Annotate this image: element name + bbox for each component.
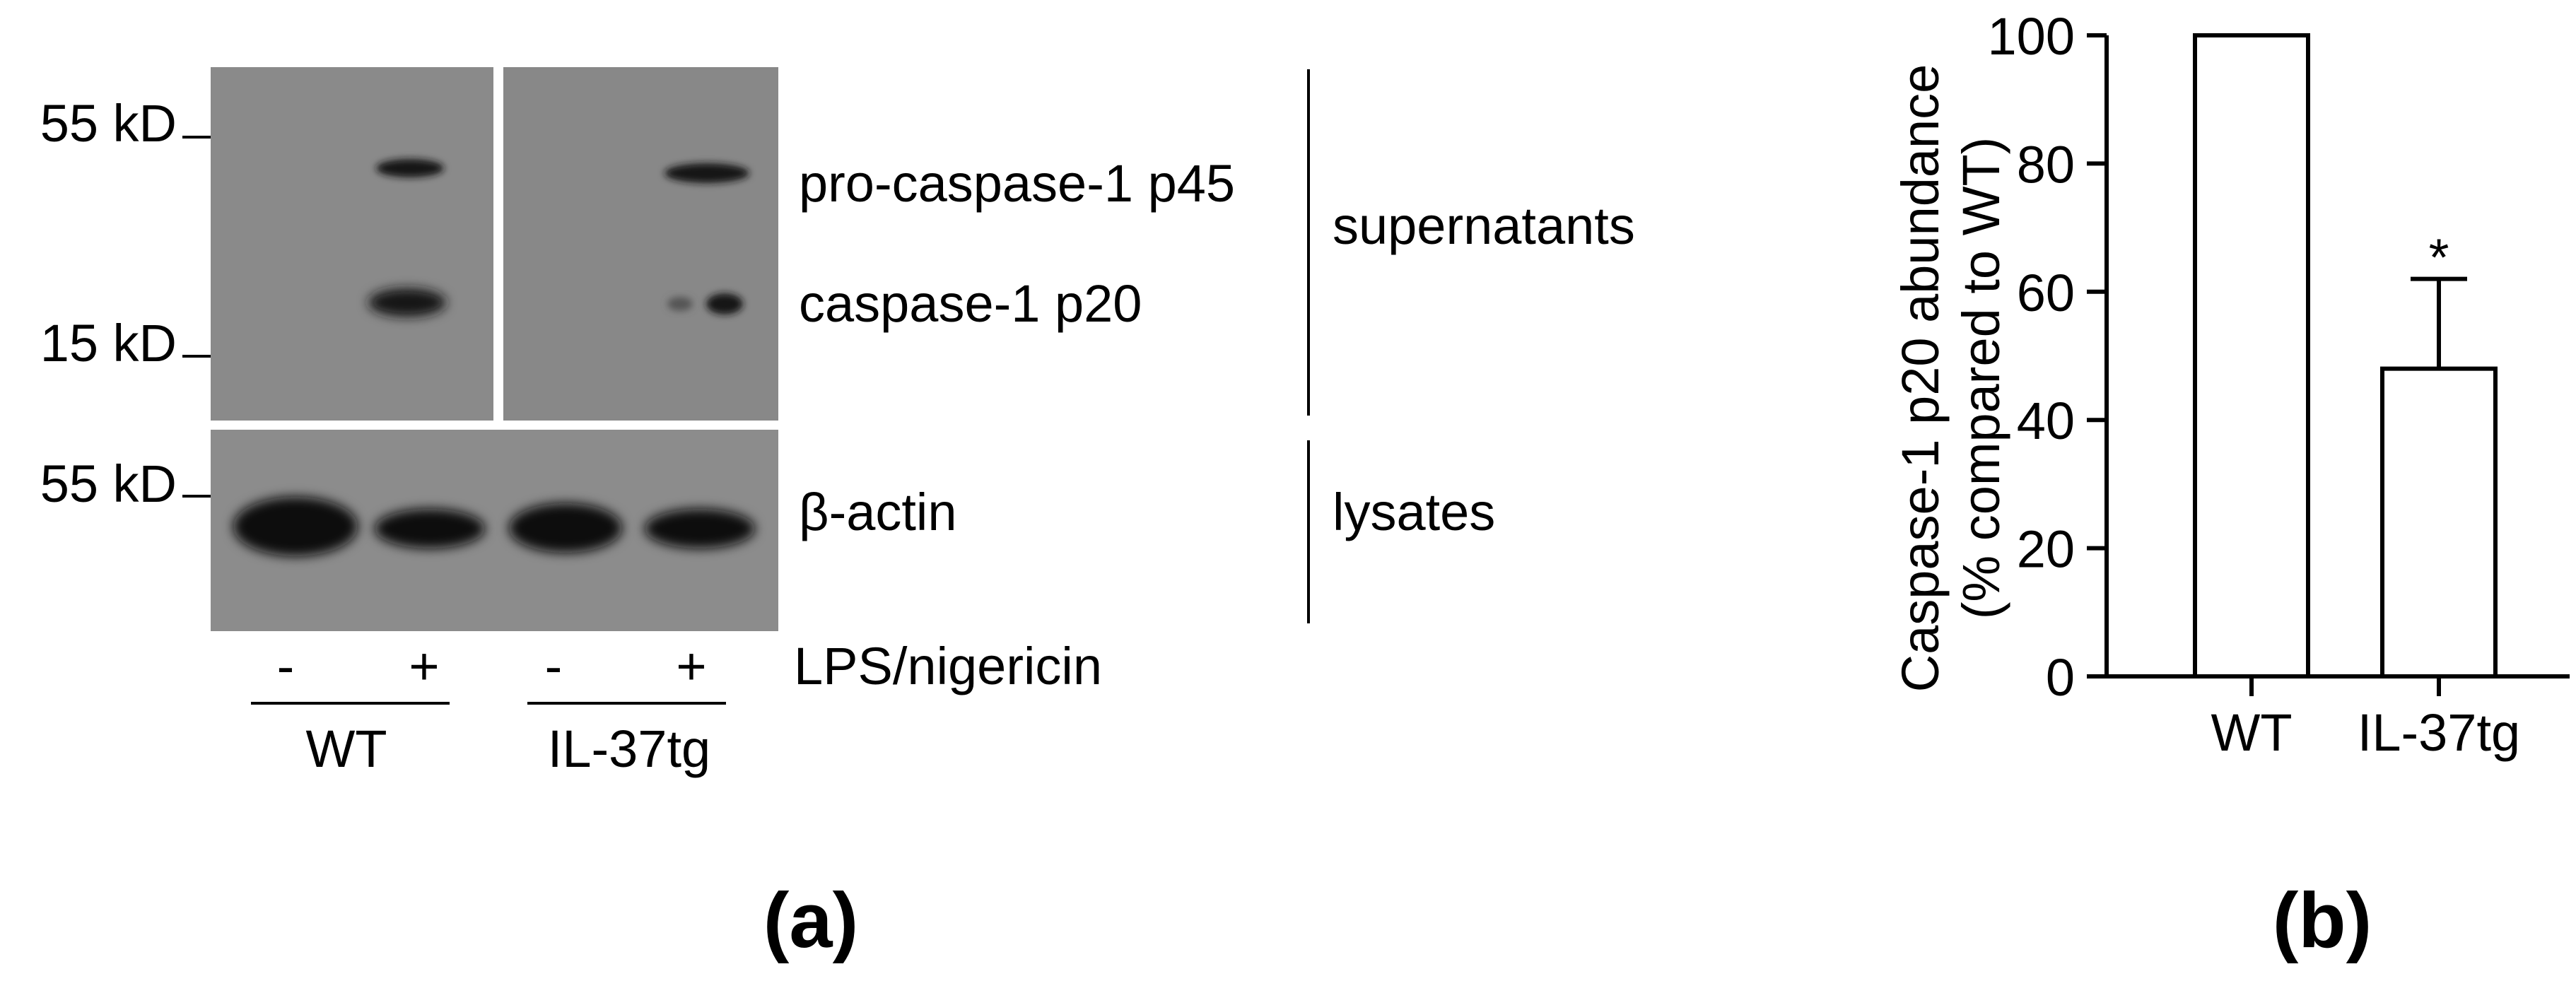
mw-markers: 55 kD 15 kD 55 kD [40, 94, 211, 513]
x-tick-label: IL-37tg [2358, 703, 2520, 762]
lane-1-label: - [277, 637, 295, 695]
lane-2-label: + [409, 637, 439, 695]
y-tick-label: 100 [1988, 7, 2075, 66]
treatment-label: LPS/nigericin [794, 637, 1102, 695]
y-tick-label: 0 [2046, 648, 2075, 707]
band-actin-lane3 [509, 503, 622, 553]
band-p45-wt-plus [376, 159, 444, 177]
y-axis-ticks: 0 20 40 60 80 100 [1988, 7, 2107, 707]
group-label-il37tg: IL-37tg [548, 719, 710, 778]
panel-label-a: (a) [763, 877, 858, 964]
y-axis-title-line1: Caspase-1 p20 abundance [1891, 64, 1950, 693]
group-label-wt: WT [305, 719, 387, 778]
p20-bands [368, 288, 743, 317]
bar-chart-panel: 0 20 40 60 80 100 * WT IL-37tg Caspase-1 p20 a… [1891, 7, 2570, 964]
lane-4-label: + [676, 637, 706, 695]
lane-3-label: - [545, 637, 563, 695]
bar-wt [2193, 33, 2310, 679]
p45-bands [376, 159, 749, 183]
label-beta-actin: β-actin [799, 483, 957, 541]
x-axis-labels: WT IL-37tg [2211, 703, 2520, 762]
marker-label-15kd: 15 kD [40, 314, 177, 372]
x-tick-label: WT [2211, 703, 2292, 762]
label-pro-caspase-p45: pro-caspase-1 p45 [799, 154, 1235, 213]
y-axis-title-line2: (% compared to WT) [1952, 137, 2010, 620]
blot-supernatant-wt [211, 67, 493, 421]
label-supernatants: supernatants [1333, 196, 1635, 255]
panel-label-b: (b) [2273, 877, 2372, 964]
band-p20-il37tg-plus [706, 293, 743, 315]
blot-supernatant-il37tg [503, 67, 778, 421]
band-actin-lane2 [375, 509, 485, 548]
band-actin-lane4 [645, 509, 755, 548]
significance-asterisk: * [2429, 228, 2449, 287]
marker-label-55kd-lysate: 55 kD [40, 454, 177, 513]
y-tick-label: 60 [2017, 264, 2075, 322]
band-p45-il37tg-plus [665, 163, 749, 183]
bars [2193, 33, 2498, 679]
y-axis-title: Caspase-1 p20 abundance (% compared to W… [1891, 64, 2010, 693]
band-p20-il37tg-plus-faint [667, 297, 693, 311]
actin-bands [233, 497, 755, 556]
marker-label-55kd-top: 55 kD [40, 94, 177, 153]
chart-axes [2104, 35, 2570, 696]
y-tick-label: 20 [2017, 520, 2075, 579]
band-p20-wt-plus [368, 288, 446, 317]
label-lysates: lysates [1333, 483, 1495, 541]
western-blot-panel: 55 kD 15 kD 55 kD pro-caspase-1 p45 casp… [40, 67, 1635, 964]
bar-il37tg [2380, 366, 2498, 679]
y-tick-label: 80 [2017, 135, 2075, 194]
band-actin-lane1 [233, 497, 358, 556]
label-caspase-p20: caspase-1 p20 [799, 274, 1142, 333]
error-bars: * [2411, 228, 2467, 369]
y-tick-label: 40 [2017, 392, 2075, 450]
